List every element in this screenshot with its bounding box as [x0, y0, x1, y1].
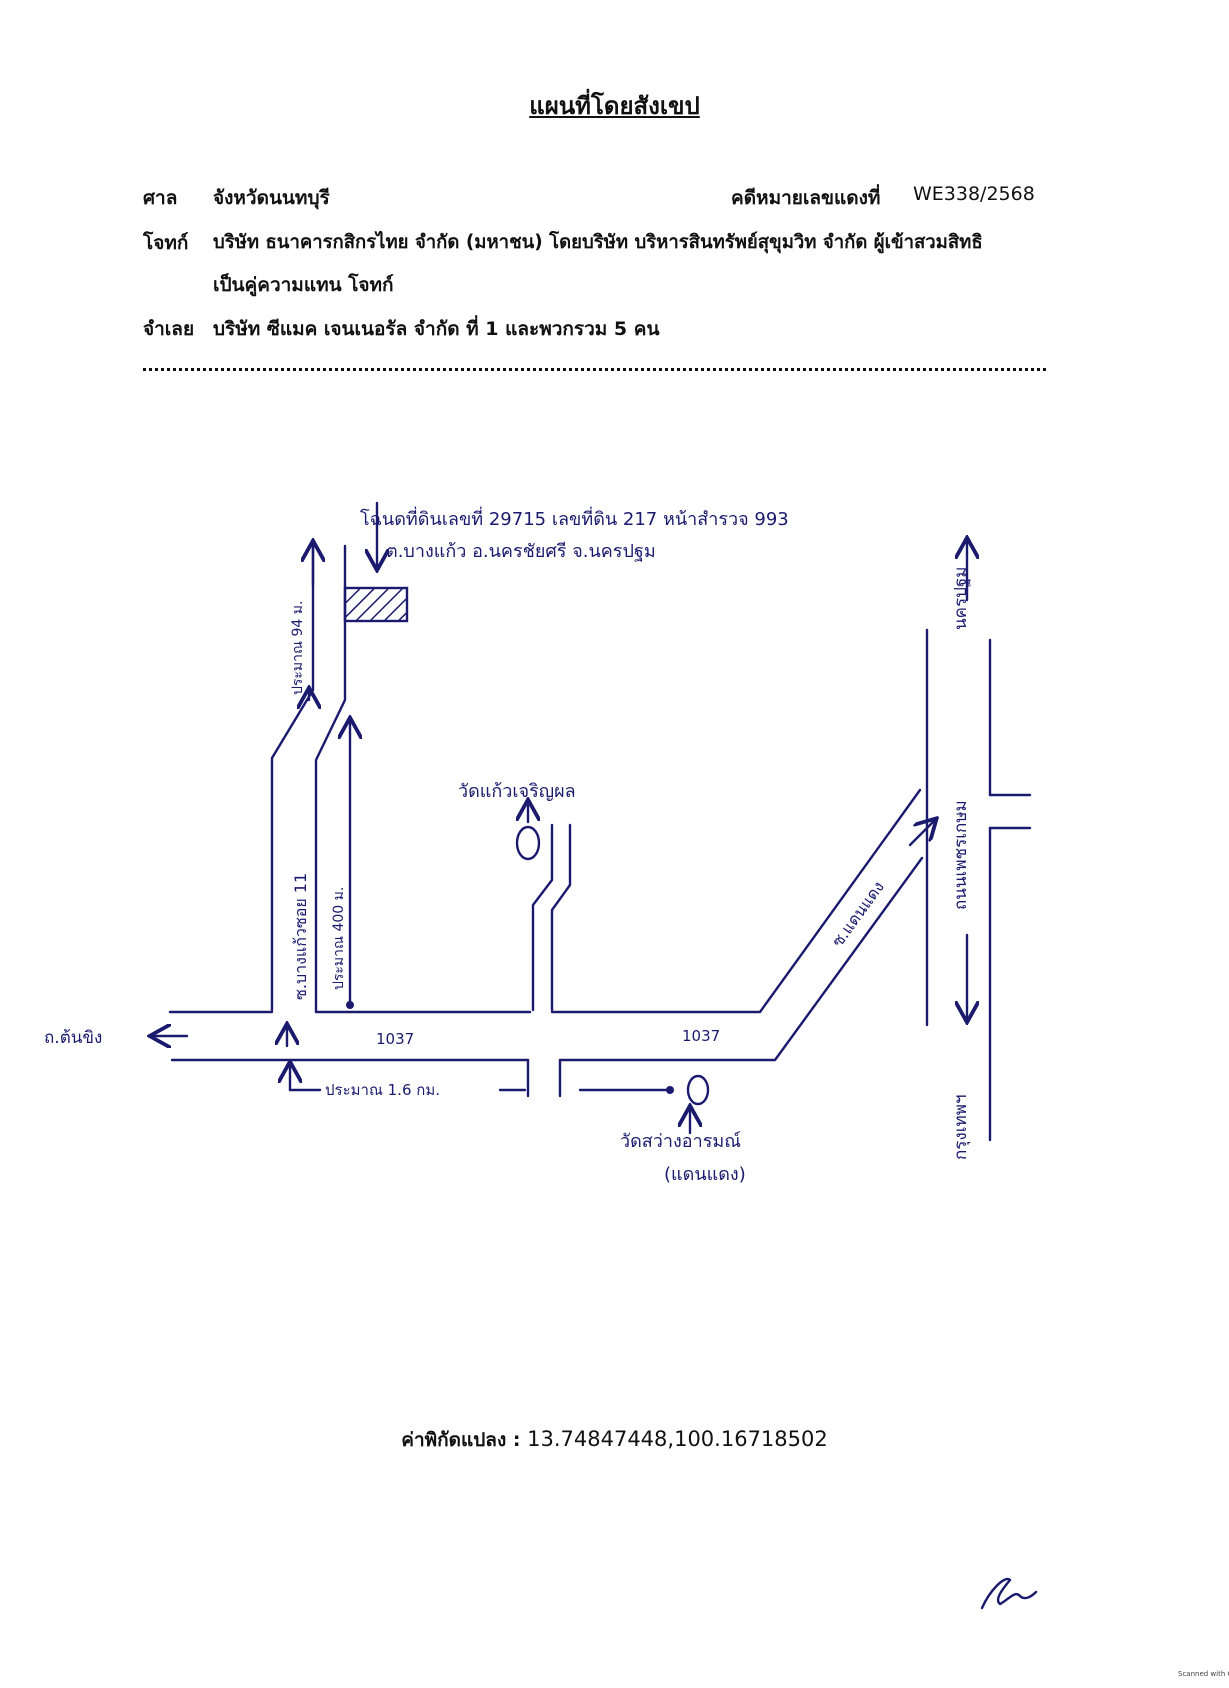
temple-kaew-label: วัดแก้วเจริญผล [458, 781, 576, 802]
soi-distance-94m: ประมาณ 94 ม. [290, 601, 306, 695]
coordinate-line: ค่าพิกัดแปลง : 13.74847448,100.16718502 [0, 1425, 1229, 1455]
court-label: ศาล [143, 187, 178, 209]
road-1037-top-right [550, 788, 922, 1014]
temple-kaew-icon [515, 825, 541, 861]
parcel-marker [343, 586, 409, 623]
soi-name-label: ซ.บางแก้วซอย 11 [291, 873, 310, 1000]
road-1037-bottom-right [558, 856, 924, 1098]
phetkasem-road-label: ถนนเพชรเกษม [951, 800, 971, 910]
case-label: คดีหมายเลขแดงที่ [731, 187, 881, 209]
temple-sawang-sublabel: (แดนแดง) [664, 1164, 746, 1185]
parcel-label-line-1: โฉนดที่ดินเลขที่ 29715 เลขที่ดิน 217 หน้… [360, 506, 789, 530]
arrow-soi-tan-dang [908, 820, 935, 847]
plaintiff-line-2: เป็นคู่ความแทน โจทก์ [213, 274, 394, 296]
temple-sawang-icon [686, 1074, 710, 1106]
soi-road-left-edge [270, 544, 315, 1012]
plaintiff-label: โจทก์ [143, 232, 189, 254]
coordinate-label: ค่าพิกัดแปลง : [401, 1429, 521, 1451]
point-temple-sawang [666, 1086, 674, 1094]
court-value: จังหวัดนนทบุรี [213, 187, 330, 209]
temple-sawang-label: วัดสว่างอารมณ์ [620, 1131, 741, 1152]
side-soi-left-edge [531, 823, 554, 1012]
soi-tan-dang-label: ซ.แดนแดง [828, 878, 888, 951]
document-title: แผนที่โดยสังเขป [529, 92, 700, 120]
nakhonpathom-label: นครปฐม [951, 566, 971, 630]
road-1037-label-right: 1037 [682, 1027, 720, 1045]
soi-distance-400m: ประมาณ 400 ม. [331, 887, 347, 990]
coordinate-value: 13.74847448,100.16718502 [527, 1427, 828, 1451]
separator-line [143, 368, 1046, 371]
plaintiff-line-1: บริษัท ธนาคารกสิกรไทย จำกัด (มหาชน) โดยบ… [213, 232, 983, 253]
bangkok-label: กรุงเทพฯ [951, 1095, 971, 1161]
ton-khing-road-label: ถ.ต้นขิง [44, 1028, 102, 1048]
parcel-label-line-2: ต.บางแก้ว อ.นครชัยศรี จ.นครปฐม [386, 541, 656, 562]
scanner-watermark: Scanned with CamScanner [1178, 1670, 1229, 1678]
case-number: WE338/2568 [913, 183, 1035, 205]
road-1037-label-left: 1037 [376, 1030, 414, 1048]
point-400m [346, 1001, 354, 1009]
defendant-label: จำเลย [143, 318, 195, 340]
signature-mark [980, 1577, 1038, 1610]
distance-1-6km-label: ประมาณ 1.6 กม. [325, 1081, 440, 1099]
soi-road-right-edge [314, 544, 347, 1014]
defendant-value: บริษัท ซีแมค เจนเนอรัล จำกัด ที่ 1 และพว… [213, 318, 660, 340]
side-soi-right-edge [550, 823, 572, 1012]
